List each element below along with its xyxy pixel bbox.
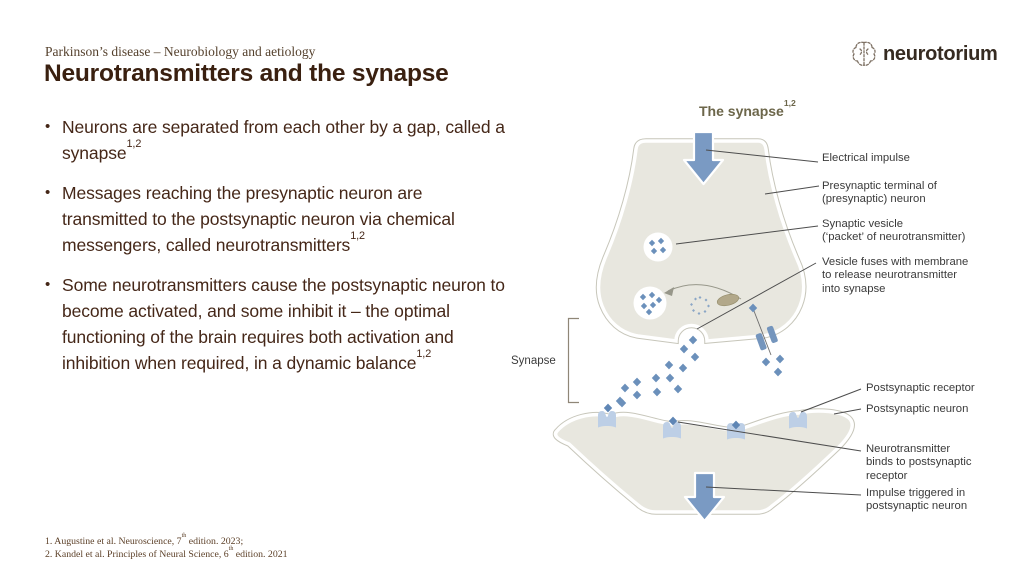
membrane-channel bbox=[755, 325, 778, 351]
label-impulse-triggered: Impulse triggered in postsynaptic neuron bbox=[866, 487, 968, 513]
label-vesicle-fuses: Vesicle fuses with membrane to release n… bbox=[822, 256, 969, 295]
brand-name: neurotorium bbox=[883, 42, 998, 65]
page-title: Neurotransmitters and the synapse bbox=[44, 60, 449, 87]
reference-superscript: 1,2 bbox=[416, 348, 432, 361]
label-neurotransmitter-binds: Neurotransmitter binds to postsynaptic r… bbox=[866, 443, 972, 482]
label-presynaptic-terminal: Presynaptic terminal of (presynaptic) ne… bbox=[822, 180, 937, 206]
brain-icon bbox=[849, 39, 879, 69]
postsynaptic-impulse-arrow bbox=[683, 471, 726, 523]
label-electrical-impulse: Electrical impulse bbox=[822, 152, 910, 164]
label-postsynaptic-receptor: Postsynaptic receptor bbox=[866, 382, 975, 394]
synapse-bracket bbox=[567, 317, 579, 404]
brand-logo: neurotorium bbox=[849, 39, 998, 69]
leader-lines bbox=[675, 149, 862, 496]
fusing-vesicle bbox=[716, 293, 740, 307]
synaptic-vesicle-1 bbox=[643, 232, 673, 262]
reference-line: 2. Kandel et al. Principles of Neural Sc… bbox=[45, 546, 288, 560]
synapse-label: Synapse bbox=[511, 355, 556, 367]
bullet-item: Some neurotransmitters cause the postsyn… bbox=[45, 272, 507, 376]
diagram-title: The synapse1,2 bbox=[699, 98, 796, 119]
reference-line: 1. Augustine et al. Neuroscience, 7th ed… bbox=[45, 533, 244, 547]
channel-flow-line bbox=[753, 310, 772, 356]
label-postsynaptic-neuron: Postsynaptic neuron bbox=[866, 403, 969, 415]
bullet-list: Neurons are separated from each other by… bbox=[45, 114, 507, 376]
electrical-impulse-arrow bbox=[682, 130, 725, 186]
breadcrumb: Parkinson’s disease – Neurobiology and a… bbox=[45, 44, 316, 59]
postsynaptic-neuron-shape bbox=[552, 408, 855, 515]
label-synaptic-vesicle: Synaptic vesicle (‘packet’ of neurotrans… bbox=[822, 218, 966, 244]
bullet-item: Neurons are separated from each other by… bbox=[45, 114, 507, 166]
reference-superscript: 1,2 bbox=[126, 138, 142, 151]
reference-superscript: 1,2 bbox=[350, 230, 365, 243]
references: 1. Augustine et al. Neuroscience, 7th ed… bbox=[45, 533, 288, 561]
bullet-item: Messages reaching the presynaptic neuron… bbox=[45, 180, 507, 258]
synaptic-vesicle-2 bbox=[633, 286, 667, 320]
